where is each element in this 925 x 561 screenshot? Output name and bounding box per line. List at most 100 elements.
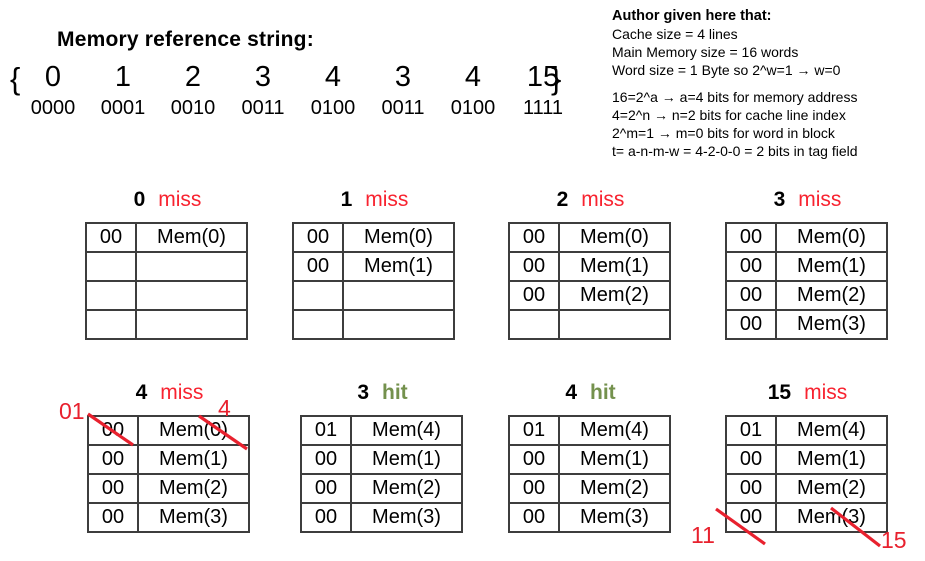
tag-cell: 00 bbox=[725, 222, 777, 253]
data-cell: Mem(3) bbox=[775, 309, 888, 340]
ref-item: 0 0000 bbox=[18, 60, 88, 118]
data-cell: Mem(2) bbox=[137, 473, 250, 504]
ref-decimal: 2 bbox=[184, 61, 202, 93]
step-result: miss bbox=[581, 188, 625, 211]
ref-binary: 0100 bbox=[310, 97, 356, 119]
tag-cell: 00 bbox=[725, 280, 777, 311]
ref-item: 3 0011 bbox=[228, 60, 298, 118]
data-cell bbox=[342, 280, 455, 311]
cache-line-row bbox=[85, 309, 248, 340]
tag-cell: 00 bbox=[725, 473, 777, 504]
note-line: 4=2^n → n=2 bits for cache line index bbox=[612, 107, 846, 123]
tag-cell: 00 bbox=[725, 309, 777, 340]
step-ref: 3 bbox=[773, 188, 786, 211]
open-brace: { bbox=[10, 61, 21, 96]
tag-cell: 00 bbox=[725, 444, 777, 475]
data-cell: Mem(2) bbox=[775, 280, 888, 311]
data-cell: Mem(3) bbox=[558, 502, 671, 533]
ref-decimal: 3 bbox=[254, 61, 272, 93]
data-cell: Mem(2) bbox=[558, 280, 671, 311]
step-title: 3 hit bbox=[300, 381, 465, 409]
ref-item: 4 0100 bbox=[438, 60, 508, 118]
data-cell bbox=[558, 309, 671, 340]
tag-cell: 00 bbox=[725, 251, 777, 282]
data-cell bbox=[342, 309, 455, 340]
data-cell: Mem(3) bbox=[137, 502, 250, 533]
cache-line-row bbox=[508, 309, 671, 340]
replacement-new-tag-annotation: 01 bbox=[59, 398, 85, 424]
step-ref: 3 bbox=[357, 381, 370, 404]
step-result: miss bbox=[160, 381, 204, 404]
data-cell: Mem(4) bbox=[350, 415, 463, 446]
note-line: t= a-n-m-w = 4-2-0-0 = 2 bits in tag fie… bbox=[612, 143, 858, 159]
note-line: 2^m=1 → m=0 bits for word in block bbox=[612, 125, 835, 141]
step-title: 3 miss bbox=[725, 188, 890, 216]
step-title: 4 hit bbox=[508, 381, 673, 409]
note-line: Main Memory size = 16 words bbox=[612, 44, 799, 60]
tag-cell: 00 bbox=[87, 415, 139, 446]
note-line: Cache size = 4 lines bbox=[612, 26, 738, 42]
tag-cell: 01 bbox=[300, 415, 352, 446]
ref-item: 4 0100 bbox=[298, 60, 368, 118]
step-title: 0 miss bbox=[85, 188, 250, 216]
ref-binary: 1111 bbox=[522, 97, 564, 119]
cache-line-row bbox=[292, 309, 455, 340]
data-cell bbox=[135, 251, 248, 282]
step-ref: 15 bbox=[767, 381, 792, 404]
data-cell bbox=[135, 309, 248, 340]
close-brace: } bbox=[551, 61, 562, 96]
replacement-new-tag-annotation: 11 bbox=[691, 522, 715, 548]
step-result: miss bbox=[804, 381, 848, 404]
cache-line-row bbox=[85, 251, 248, 282]
ref-decimal: 4 bbox=[464, 61, 482, 93]
ref-binary: 0010 bbox=[170, 97, 216, 119]
tag-cell: 00 bbox=[508, 473, 560, 504]
step-result: miss bbox=[158, 188, 202, 211]
step-result: hit bbox=[382, 381, 408, 404]
memory-reference-string-title: Memory reference string: bbox=[57, 28, 314, 51]
tag-cell bbox=[508, 309, 560, 340]
tag-cell: 00 bbox=[87, 502, 139, 533]
author-note: Author given here that: Cache size = 4 l… bbox=[612, 7, 924, 160]
ref-item: 2 0010 bbox=[158, 60, 228, 118]
tag-cell: 00 bbox=[508, 444, 560, 475]
ref-item: 1 0001 bbox=[88, 60, 158, 118]
tag-cell bbox=[292, 280, 344, 311]
tag-cell: 00 bbox=[300, 444, 352, 475]
tag-cell: 00 bbox=[508, 280, 560, 311]
data-cell: Mem(1) bbox=[342, 251, 455, 282]
tag-cell: 00 bbox=[508, 251, 560, 282]
data-cell: Mem(0) bbox=[135, 222, 248, 253]
data-cell: Mem(1) bbox=[137, 444, 250, 475]
data-cell: Mem(2) bbox=[558, 473, 671, 504]
data-cell: Mem(2) bbox=[775, 473, 888, 504]
ref-item: 15 1111 bbox=[508, 60, 578, 118]
note-line: Word size = 1 Byte so 2^w=1 → w=0 bbox=[612, 62, 841, 78]
ref-decimal: 15 bbox=[526, 61, 560, 93]
data-cell: Mem(1) bbox=[350, 444, 463, 475]
step-ref: 2 bbox=[556, 188, 569, 211]
ref-item: 3 0011 bbox=[368, 60, 438, 118]
